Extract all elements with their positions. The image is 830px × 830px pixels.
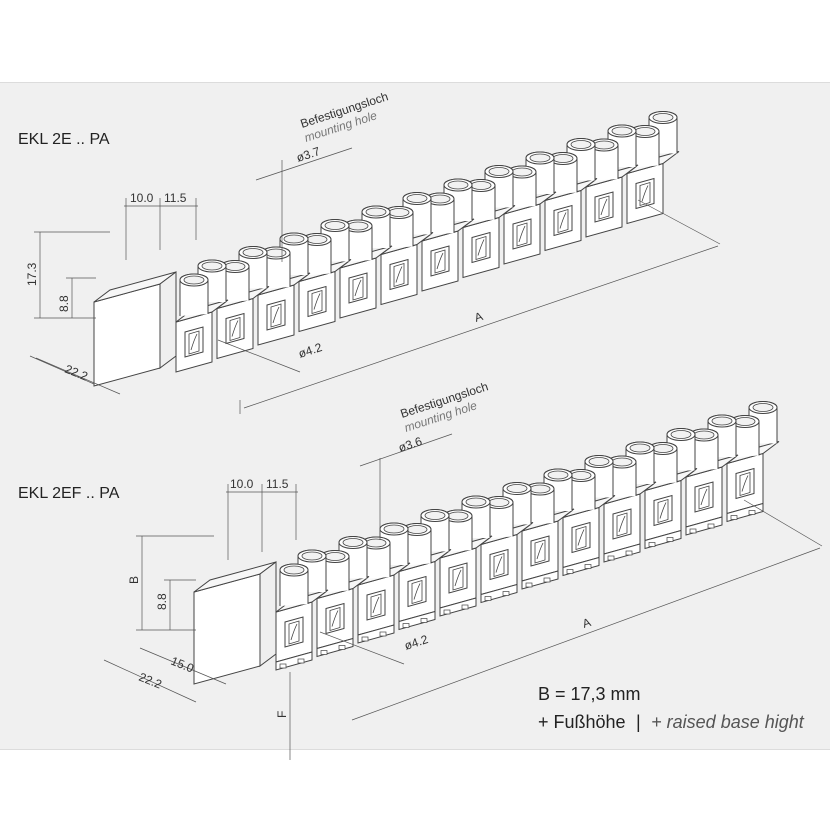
modules-top <box>175 111 680 373</box>
legend-separator: | <box>636 712 641 732</box>
foot-height-label: F <box>275 711 289 718</box>
terminal-strip-top <box>93 271 177 387</box>
pitch-2-bottom: 11.5 <box>266 477 289 491</box>
dimensions-bottom <box>103 433 823 760</box>
ext-line-depth-a <box>29 355 95 385</box>
ext-line-length-b-bottom <box>743 499 823 547</box>
height-total-top: 17.3 <box>25 262 39 286</box>
screw-diameter-bottom: ø4.2 <box>403 632 430 653</box>
leader-screw-hole-bottom <box>319 631 405 665</box>
pitch-1-bottom: 10.0 <box>230 477 254 491</box>
ext-line-length-b <box>637 199 721 245</box>
leader-mounting-hole <box>255 147 353 181</box>
title-bottom: EKL 2EF .. PA <box>18 485 120 502</box>
dimensions-top <box>29 147 721 414</box>
hole-diameter-bottom: ø3.6 <box>397 434 424 455</box>
dim-line-length-bottom <box>351 547 821 721</box>
end-block-bottom <box>193 573 261 685</box>
leader-screw-hole <box>217 339 301 373</box>
height-b-label: B <box>127 576 141 584</box>
dim-line-foot-depth <box>139 647 227 685</box>
legend-line-2: + Fußhöhe | + raised base hight <box>538 712 805 732</box>
legend-raised-base-en: + raised base hight <box>651 712 805 732</box>
screw-diameter-top: ø4.2 <box>297 340 324 361</box>
dim-line-length <box>243 245 719 409</box>
dim-line-depth <box>35 357 121 395</box>
foot-depth-bottom: 15.0 <box>169 654 196 676</box>
length-label-bottom: A <box>581 615 593 631</box>
depth-bottom: 22.2 <box>137 670 164 692</box>
terminal-strip-bottom <box>193 561 277 685</box>
height-base-top: 8.8 <box>57 295 71 312</box>
title-top: EKL 2E .. PA <box>18 131 110 148</box>
legend-raised-base-de: + Fußhöhe <box>538 712 626 732</box>
pitch-1-top: 10.0 <box>130 191 154 205</box>
legend-line-1: B = 17,3 mm <box>538 684 641 704</box>
pitch-2-top: 11.5 <box>164 191 187 205</box>
hole-diameter-top: ø3.7 <box>295 144 322 165</box>
leader-mounting-hole-bottom <box>359 433 453 467</box>
modules-bottom <box>275 401 780 671</box>
dim-line-depth-bottom <box>103 659 197 703</box>
end-block-top-side <box>159 271 177 369</box>
end-block-bottom-side <box>259 561 277 667</box>
height-base-bottom: 8.8 <box>155 593 169 610</box>
length-label-top: A <box>473 309 485 325</box>
